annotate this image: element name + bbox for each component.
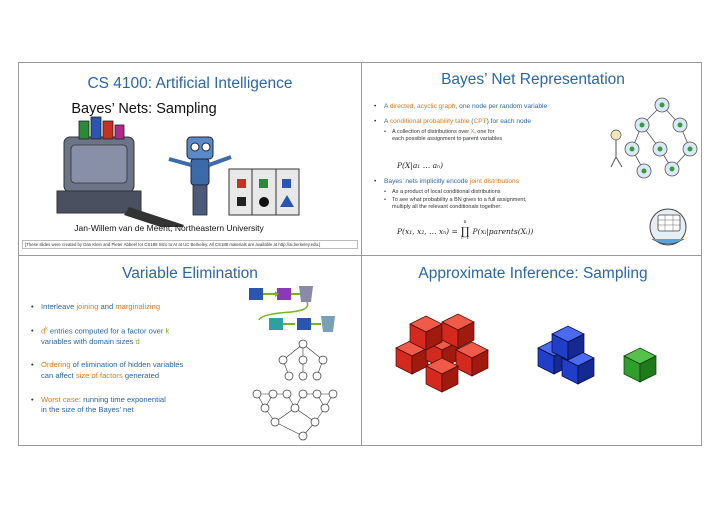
text-frag: multiply all the relevant conditionals t… bbox=[392, 204, 502, 211]
text-frag: d bbox=[41, 326, 46, 336]
text-frag: generated bbox=[122, 371, 160, 381]
product-top: n bbox=[463, 220, 467, 225]
slide2-bullet-cpt: A conditional probability table (CPT) fo… bbox=[374, 118, 610, 144]
slide2-sub-joint: As a product of local conditional distri… bbox=[384, 189, 610, 212]
product-bottom: i=1 bbox=[461, 235, 470, 241]
product-symbol: ∏ bbox=[460, 224, 470, 238]
text-frag: directed, acyclic graph bbox=[389, 103, 456, 110]
text-frag: each possible assignment to parent varia… bbox=[392, 136, 503, 143]
text-frag: Worst case bbox=[41, 394, 79, 404]
slide-variable-elimination[interactable]: Variable Elimination Interleave joining … bbox=[19, 256, 361, 448]
sub-bullet: As a product of local conditional distri… bbox=[384, 189, 610, 197]
product-operator: n ∏ i=1 bbox=[460, 220, 470, 241]
text-frag: A bbox=[384, 103, 390, 110]
text-frag: k bbox=[165, 326, 170, 336]
text-frag: A bbox=[384, 117, 390, 125]
sampling-cubes-illustration bbox=[395, 313, 657, 393]
text-frag: joint distributions bbox=[469, 178, 520, 185]
red-cube-pile bbox=[395, 313, 489, 393]
text-frag: can affect bbox=[41, 371, 76, 381]
factor-join-illustration bbox=[249, 286, 335, 332]
text-frag: Bayes’ nets implicitly encode bbox=[384, 178, 470, 185]
text-frag: CPT bbox=[473, 117, 487, 125]
text-frag: Ordering bbox=[41, 360, 71, 370]
slide3-title: Variable Elimination bbox=[122, 265, 258, 282]
slide4-title: Approximate Inference: Sampling bbox=[418, 265, 648, 282]
slide2-title: Bayes’ Net Representation bbox=[441, 71, 625, 88]
slide2-bullets: A directed, acyclic graph, one node per … bbox=[374, 103, 610, 144]
slide3-bullets: Interleave joining and marginalizing dk … bbox=[31, 302, 231, 429]
vertical-divider bbox=[361, 63, 362, 445]
slide2-formula-joint: P(x₁, x₂, … xₙ) = n ∏ i=1 P(xᵢ|parents(X… bbox=[397, 220, 534, 241]
bayes-net-illustration bbox=[610, 97, 698, 246]
slide-title[interactable]: CS 4100: Artificial Intelligence Bayes’ … bbox=[19, 63, 361, 255]
slide2-bullets-b: Bayes’ nets implicitly encode joint dist… bbox=[374, 178, 610, 212]
slide2-formula-cpt: P(X|a₁ … aₙ) bbox=[397, 161, 444, 170]
text-frag: size of factors bbox=[75, 371, 123, 381]
text-frag: joining bbox=[76, 302, 99, 311]
text-frag: ( bbox=[469, 117, 474, 125]
text-frag: entries computed for a factor over bbox=[47, 326, 166, 336]
sub-bullet: A collection of distributions over X, on… bbox=[384, 129, 610, 144]
slide1-credit: [These slides were created by Dan Klein … bbox=[22, 240, 358, 249]
text-frag: Interleave bbox=[41, 302, 77, 311]
slide2-bullet-graph: A directed, acyclic graph, one node per … bbox=[374, 103, 610, 112]
formula-lhs: P(x₁, x₂, … xₙ) = bbox=[397, 226, 458, 236]
text-frag: , one for bbox=[474, 128, 495, 135]
text-frag: As a product of local conditional distri… bbox=[392, 188, 501, 195]
slide-grid: CS 4100: Artificial Intelligence Bayes’ … bbox=[18, 62, 702, 446]
slide3-bullet-ordering: Ordering of elimination of hidden variab… bbox=[31, 360, 231, 381]
text-frag: and bbox=[98, 302, 116, 311]
elimination-network-diagram bbox=[252, 339, 338, 441]
text-frag: k bbox=[45, 325, 48, 332]
sub-bullet: To see what probability a BN gives to a … bbox=[384, 197, 610, 212]
text-frag: d bbox=[135, 336, 140, 346]
slide-approximate-inference[interactable]: Approximate Inference: Sampling bbox=[362, 256, 704, 448]
text-frag: : running time exponential bbox=[78, 394, 166, 404]
text-frag: X bbox=[470, 128, 475, 135]
blue-cube-pile bbox=[537, 325, 595, 385]
text-frag: in the size of the Bayes’ net bbox=[41, 405, 134, 415]
green-cube bbox=[623, 347, 657, 383]
text-frag: marginalizing bbox=[115, 302, 161, 311]
slide3-bullet-entries: dk entries computed for a factor over kv… bbox=[31, 326, 231, 348]
slide1-author: Jan-Willem van de Meent, Northeastern Un… bbox=[74, 223, 264, 233]
text-frag: To see what probability a BN gives to a … bbox=[392, 196, 527, 203]
text-frag: variables with domain sizes bbox=[41, 336, 136, 346]
slide1-title: CS 4100: Artificial Intelligence bbox=[87, 75, 293, 92]
slide1-subtitle: Bayes’ Nets: Sampling bbox=[71, 101, 217, 117]
text-frag: A collection of distributions over bbox=[392, 128, 471, 135]
horizontal-divider bbox=[19, 255, 701, 256]
slide2-bullet-joint: Bayes’ nets implicitly encode joint dist… bbox=[374, 178, 610, 212]
text-frag: ) for each node bbox=[486, 117, 531, 125]
slide-bayes-net-representation[interactable]: Bayes’ Net Representation A directed, ac… bbox=[362, 63, 704, 255]
formula-rhs: P(xᵢ|parents(Xᵢ)) bbox=[472, 226, 534, 236]
robot-factory-illustration bbox=[56, 116, 300, 227]
text-frag: , one node per random variable bbox=[455, 103, 548, 110]
slide2-sub-cpt: A collection of distributions over X, on… bbox=[384, 129, 610, 144]
slide3-bullet-interleave: Interleave joining and marginalizing bbox=[31, 302, 231, 313]
text-frag: conditional probability table bbox=[389, 117, 470, 125]
text-frag: of elimination of hidden variables bbox=[70, 360, 184, 370]
